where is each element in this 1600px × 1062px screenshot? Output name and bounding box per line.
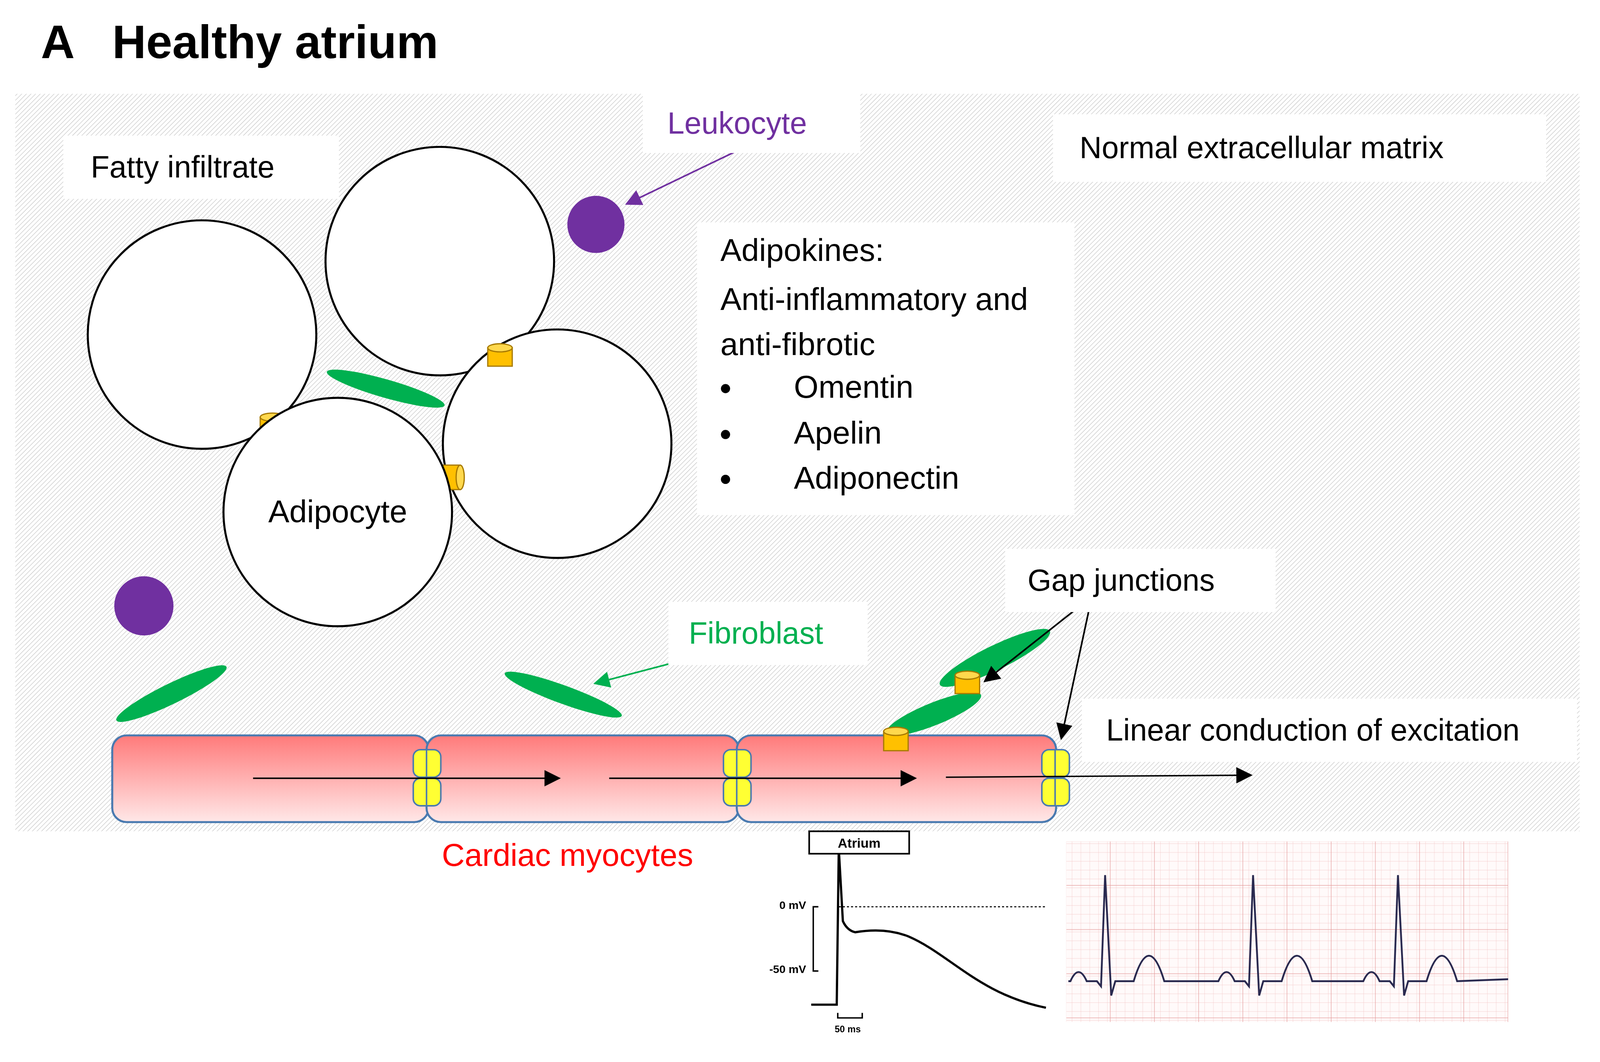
conduction-arrow bbox=[609, 778, 916, 780]
zero-line bbox=[838, 906, 1047, 908]
ecg-grid bbox=[1066, 841, 1509, 1023]
bullet bbox=[721, 475, 731, 485]
leukocyte bbox=[567, 195, 625, 253]
list-item: Apelin bbox=[793, 415, 882, 453]
box-heading: Adipokines: bbox=[720, 232, 884, 270]
extracellular-matrix bbox=[15, 93, 1580, 832]
action-potential bbox=[811, 848, 1046, 1008]
outline bbox=[223, 397, 453, 627]
junction-label: Gap junctions bbox=[1005, 549, 1276, 613]
fibroblast bbox=[934, 620, 1056, 696]
adipocyte bbox=[443, 329, 672, 559]
matrix-label: Normal extracellular matrix bbox=[1052, 114, 1546, 182]
connexon-top bbox=[456, 465, 465, 490]
list-item: Adiponectin bbox=[793, 460, 960, 497]
time-scale-bar bbox=[837, 1013, 863, 1019]
trace-title-box: Atrium bbox=[808, 830, 911, 856]
conduction-arrow bbox=[253, 778, 560, 780]
cell-label: Leukocyte bbox=[642, 93, 860, 154]
bullet bbox=[721, 384, 731, 394]
scale-bracket bbox=[813, 906, 819, 972]
cell-label: Fibroblast bbox=[668, 602, 868, 666]
fibroblast bbox=[501, 664, 625, 725]
myocytes bbox=[112, 735, 1057, 823]
list-item: Omentin bbox=[793, 369, 914, 407]
node-text: Atrium bbox=[808, 830, 911, 856]
bullet bbox=[721, 429, 731, 440]
ecg-trace bbox=[1068, 875, 1509, 996]
gap-junction-line bbox=[1054, 749, 1056, 807]
fibroblast bbox=[111, 657, 232, 730]
leader-arrow bbox=[626, 151, 737, 205]
node-text: Adipocyte bbox=[223, 397, 453, 627]
title: Healthy atrium bbox=[112, 14, 439, 70]
leukocyte bbox=[114, 576, 174, 637]
scale-label: 50 ms bbox=[834, 1024, 861, 1035]
connexon-top bbox=[955, 671, 980, 680]
adipocyte-node: Adipocyte bbox=[223, 397, 453, 627]
connexon-top bbox=[883, 727, 909, 736]
box-text: Anti-inflammatory and anti-fibrotic bbox=[720, 277, 1057, 368]
adipokine-box bbox=[696, 222, 1075, 516]
panel-letter: A bbox=[40, 14, 75, 70]
conduction-arrow bbox=[945, 775, 1251, 778]
tissue-label: Fatty infiltrate bbox=[63, 135, 339, 199]
connexon-top bbox=[487, 343, 513, 353]
axis-label: -50 mV bbox=[769, 963, 807, 976]
cell-label: Cardiac myocytes bbox=[441, 837, 694, 875]
axis-label: 0 mV bbox=[779, 899, 807, 912]
conduction-label: Linear conduction of excitation bbox=[1081, 698, 1577, 763]
